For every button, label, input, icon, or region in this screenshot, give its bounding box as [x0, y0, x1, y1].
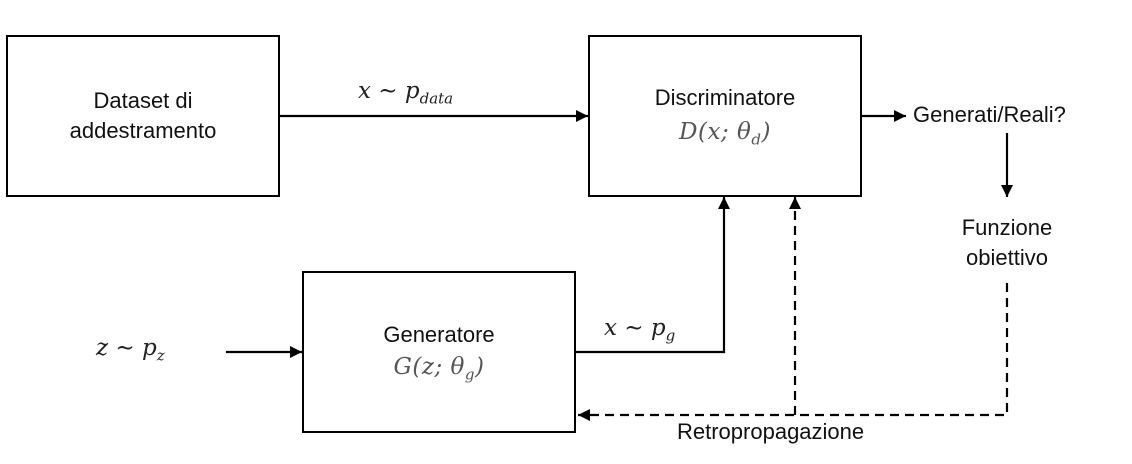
discriminator-formula: D(x; θd) — [679, 119, 771, 149]
dataset-label-line2: addestramento — [69, 118, 217, 143]
objective-label-line1: Funzione — [961, 215, 1053, 240]
edge-label-generated-distribution: x ∼ pg — [604, 315, 676, 345]
dataset-box: Dataset di addestramento — [6, 35, 280, 197]
arrow-generator-to-discriminator — [576, 197, 730, 354]
backprop-label: Retropropagazione — [677, 419, 865, 444]
backprop-path-to-generator — [578, 283, 1009, 421]
edge-label-data-distribution: x ∼ pdata — [358, 78, 454, 108]
generator-formula: G(z; θg) — [393, 354, 485, 384]
output-label: Generati/Reali? — [913, 102, 1066, 127]
discriminator-label: Discriminatore — [654, 85, 796, 111]
generator-box: Generatore G(z; θg) — [302, 271, 576, 433]
noise-label: z ∼ pz — [96, 335, 165, 365]
discriminator-box: Discriminatore D(x; θd) — [588, 35, 862, 197]
objective-label-line2: obiettivo — [966, 245, 1048, 270]
dataset-label-line1: Dataset di — [93, 88, 193, 113]
generator-label: Generatore — [383, 322, 495, 348]
objective-label: Funzione obiettivo — [945, 213, 1069, 273]
